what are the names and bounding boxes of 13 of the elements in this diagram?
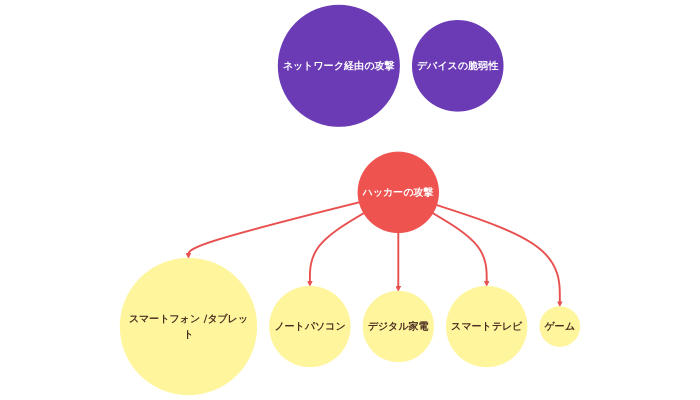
- node-circle: スマートテレビ: [446, 286, 528, 368]
- arrow: [186, 201, 360, 258]
- node-circle: ノートパソコン: [269, 286, 351, 368]
- node-circle: デバイスの脆弱性: [412, 20, 504, 112]
- node-circle: ゲーム: [540, 306, 580, 347]
- node-circle: ネットワーク経由の攻撃: [278, 4, 400, 127]
- arrow: [436, 204, 563, 307]
- node-circle: デジタル家電: [362, 290, 434, 362]
- arrow: [432, 212, 490, 286]
- arrow: [396, 232, 402, 292]
- node-circle: ハッカーの攻撃: [358, 152, 440, 234]
- arrow: [307, 212, 364, 286]
- node-circle: スマートフォン /タブレット: [120, 258, 258, 396]
